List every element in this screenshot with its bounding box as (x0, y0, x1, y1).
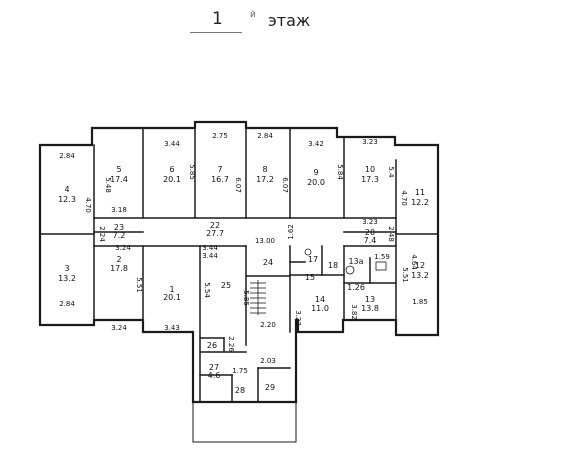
toilet-fixture (304, 248, 312, 256)
room-number: 17 (308, 255, 318, 264)
room-area: 7.2 (113, 231, 126, 240)
room-number: 10 (365, 165, 375, 174)
room-labels: 1 20.1 2 17.8 3 13.2 4 12.3 5 17.4 6 20.… (58, 165, 429, 395)
sink-fixture (345, 265, 355, 275)
dimension: 5.84 (336, 164, 344, 180)
dimension: 2.20 (260, 321, 276, 329)
room-area: 17.8 (110, 264, 128, 273)
room-number: 29 (265, 383, 275, 392)
dimension-labels: 3.44 3.43 5.54 3.24 5.51 2.84 2.84 4.70 … (59, 132, 428, 375)
room-number: 22 (210, 221, 220, 230)
room-area: 12.3 (58, 195, 76, 204)
dimension: 6.07 (281, 177, 289, 193)
floor-number: 1 (212, 9, 223, 29)
room-area: 13.8 (361, 304, 379, 313)
room-number: 18 (328, 261, 338, 270)
dimension: 5.51 (135, 277, 143, 293)
dimension: 5.4 (387, 166, 395, 178)
room-number: 20 (365, 228, 375, 237)
room-number: 8 (262, 165, 267, 174)
room-area: 17.2 (256, 175, 274, 184)
room-number: 3 (64, 264, 69, 273)
room-area: 17.3 (361, 175, 379, 184)
dimension: 13.00 (255, 237, 275, 245)
dimension: 1.59 (374, 253, 390, 261)
dimension: 4.70 (84, 197, 92, 213)
floor-word: этаж (268, 11, 311, 30)
dimension: 5.85 (188, 164, 196, 180)
dimension: 3.24 (115, 244, 131, 252)
room-number: 15 (305, 273, 315, 282)
room-number: 4 (64, 185, 69, 194)
dimension: 3.23 (294, 310, 302, 326)
dimension: 3.44 (202, 252, 218, 260)
dimension: 1.85 (412, 298, 428, 306)
dimension: 3.23 (362, 218, 378, 226)
room-number: 27 (209, 363, 219, 372)
dimension: 4.70 (400, 190, 408, 206)
dimension: 5.54 (203, 282, 211, 298)
room-number: 28 (235, 386, 245, 395)
dimension: 3.43 (164, 324, 180, 332)
dimension: 1.62 (287, 224, 295, 240)
dimension: 3.42 (308, 140, 324, 148)
room-area: 20.1 (163, 175, 181, 184)
sink-fixture (375, 261, 387, 271)
room-area: 13.2 (58, 274, 76, 283)
room-number: 12 (415, 261, 425, 270)
room-area: 1.26 (347, 283, 365, 292)
dimension: 2.75 (212, 132, 228, 140)
floor-title: 1 й этаж (0, 5, 568, 29)
title-underline (190, 32, 242, 33)
dimension: 2.26 (227, 336, 235, 352)
room-number: 13а (348, 257, 363, 266)
room-area: 11.0 (311, 304, 329, 313)
dimension: 2.84 (59, 152, 75, 160)
dimension: 5.85 (242, 290, 250, 306)
dimension: 3.82 (350, 304, 358, 320)
dimension: 5.48 (104, 177, 112, 193)
walls (38, 120, 440, 443)
dimension: 3.24 (111, 324, 127, 332)
dimension: 1.75 (232, 367, 248, 375)
dimension: 2.24 (98, 226, 106, 242)
room-area: 13.2 (411, 271, 429, 280)
room-area: 17.4 (110, 175, 128, 184)
dimension: 3.18 (111, 206, 127, 214)
dimension: 2.84 (59, 300, 75, 308)
room-area: 4.6 (208, 371, 221, 380)
room-number: 2 (116, 255, 121, 264)
room-number: 11 (415, 188, 425, 197)
room-number: 13 (365, 295, 375, 304)
room-area: 16.7 (211, 175, 229, 184)
dimension: 6.07 (234, 177, 242, 193)
room-area: 20.0 (307, 178, 325, 187)
dimension: 3.44 (164, 140, 180, 148)
room-area: 20.1 (163, 293, 181, 302)
room-number: 9 (313, 168, 318, 177)
room-area: 12.2 (411, 198, 429, 207)
room-number: 24 (263, 258, 273, 267)
room-area: 7.4 (364, 236, 377, 245)
dimension: 4.64 (410, 254, 418, 270)
room-number: 26 (207, 341, 217, 350)
dimension: 2.84 (257, 132, 273, 140)
dimension: 2.03 (260, 357, 276, 365)
room-number: 1 (169, 285, 174, 294)
stairs (250, 280, 266, 315)
room-area: 27.7 (206, 229, 224, 238)
floor-number-suffix: й (250, 10, 256, 20)
plumbing (304, 248, 387, 275)
room-number: 14 (315, 295, 325, 304)
dimension: 2.48 (387, 226, 395, 242)
room-number: 23 (114, 223, 124, 232)
dimension: 3.23 (362, 138, 378, 146)
room-number: 25 (221, 281, 231, 290)
dimension: 3.44 (202, 244, 218, 252)
dimension: 5.51 (401, 267, 409, 283)
room-number: 5 (116, 165, 121, 174)
room-number: 7 (217, 165, 222, 174)
room-number: 6 (169, 165, 174, 174)
